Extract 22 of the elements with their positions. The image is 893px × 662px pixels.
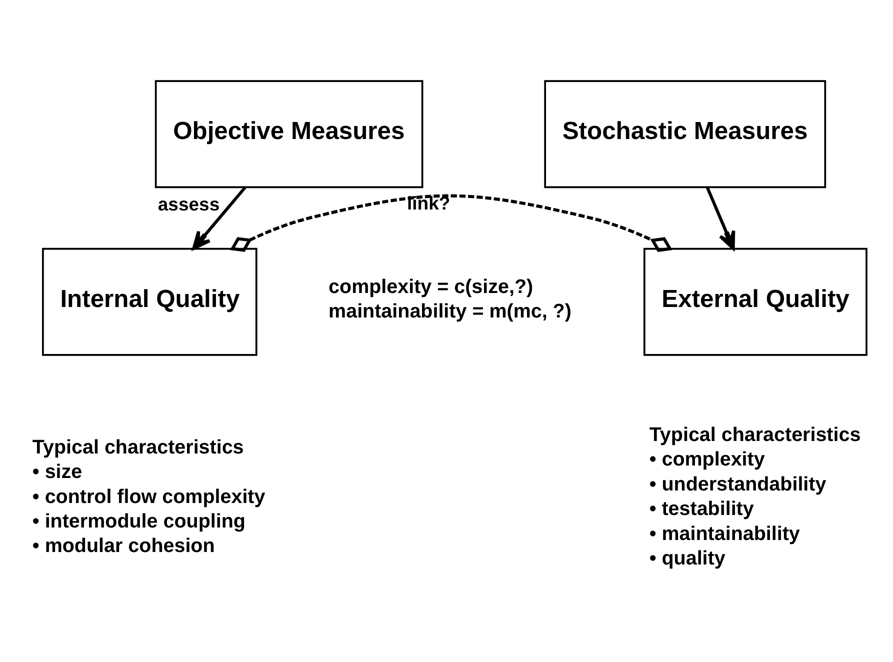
label: Typical characteristics bbox=[648, 424, 860, 446]
label: • testability bbox=[648, 498, 754, 520]
label: Typical characteristics bbox=[32, 436, 244, 458]
arrow bbox=[705, 186, 735, 250]
label: • complexity bbox=[648, 448, 764, 470]
label: • understandability bbox=[648, 472, 826, 495]
label: complexity = c(size,?) bbox=[328, 276, 533, 298]
label: maintainability = m(mc, ?) bbox=[328, 300, 571, 322]
node-box: External Quality bbox=[642, 247, 867, 356]
arrow bbox=[192, 186, 246, 250]
label: • control flow complexity bbox=[32, 485, 265, 508]
label: • modular cohesion bbox=[32, 534, 214, 557]
node-box: Internal Quality bbox=[42, 247, 257, 356]
connector bbox=[229, 194, 672, 252]
node-box: Stochastic Measures bbox=[544, 80, 826, 188]
edge-label: link? bbox=[406, 192, 450, 213]
label: • maintainability bbox=[648, 522, 800, 544]
label: • size bbox=[32, 460, 82, 483]
node-box: Objective Measures bbox=[154, 80, 423, 188]
label: • quality bbox=[648, 546, 725, 569]
label: • intermodule coupling bbox=[32, 510, 245, 532]
edge-label: assess bbox=[157, 192, 220, 214]
